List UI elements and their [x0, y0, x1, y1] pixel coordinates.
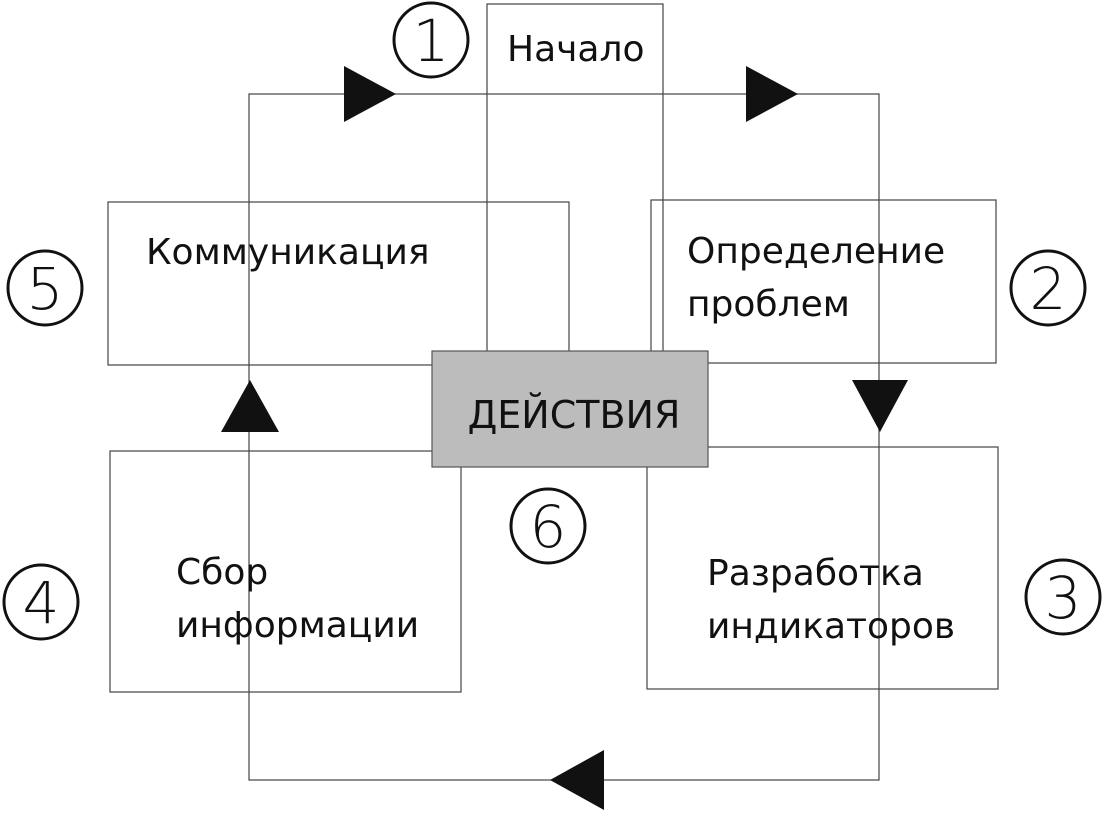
step-5-number: 5	[27, 255, 64, 323]
arrow-down-right	[852, 380, 908, 432]
step-6-number: 6	[530, 493, 567, 561]
step-3-number: 3	[1045, 564, 1082, 632]
label-indicator-development-line1: Разработка	[707, 553, 924, 594]
arrow-right-top-left	[344, 66, 396, 122]
step-5-circle	[6, 249, 84, 327]
arrow-right-top-right	[746, 66, 798, 122]
step-1-circle	[392, 1, 470, 79]
box-indicator-development	[646, 446, 999, 690]
label-problem-definition-line2: проблем	[687, 284, 850, 325]
box-info-gathering	[109, 450, 462, 693]
box-communication	[107, 201, 570, 366]
step-6-circle	[509, 487, 587, 565]
box-problem-definition	[650, 199, 997, 364]
arrow-up-left	[221, 380, 279, 432]
label-indicator-development-line2: индикаторов	[707, 606, 955, 647]
arrow-left-bottom	[550, 750, 604, 810]
label-problem-definition-line1: Определение	[687, 231, 945, 272]
step-1-number: 1	[413, 7, 450, 75]
label-start: Начало	[507, 29, 645, 70]
label-communication: Коммуникация	[146, 232, 430, 273]
step-3-circle	[1024, 558, 1102, 636]
step-2-number: 2	[1030, 255, 1067, 323]
label-info-gathering-line1: Сбор	[176, 552, 268, 593]
box-actions	[431, 350, 709, 468]
step-4-number: 4	[23, 569, 60, 637]
label-info-gathering-line2: информации	[176, 605, 419, 646]
label-actions: ДЕЙСТВИЯ	[468, 393, 681, 437]
step-2-circle	[1009, 249, 1087, 327]
step-4-circle	[2, 563, 80, 641]
